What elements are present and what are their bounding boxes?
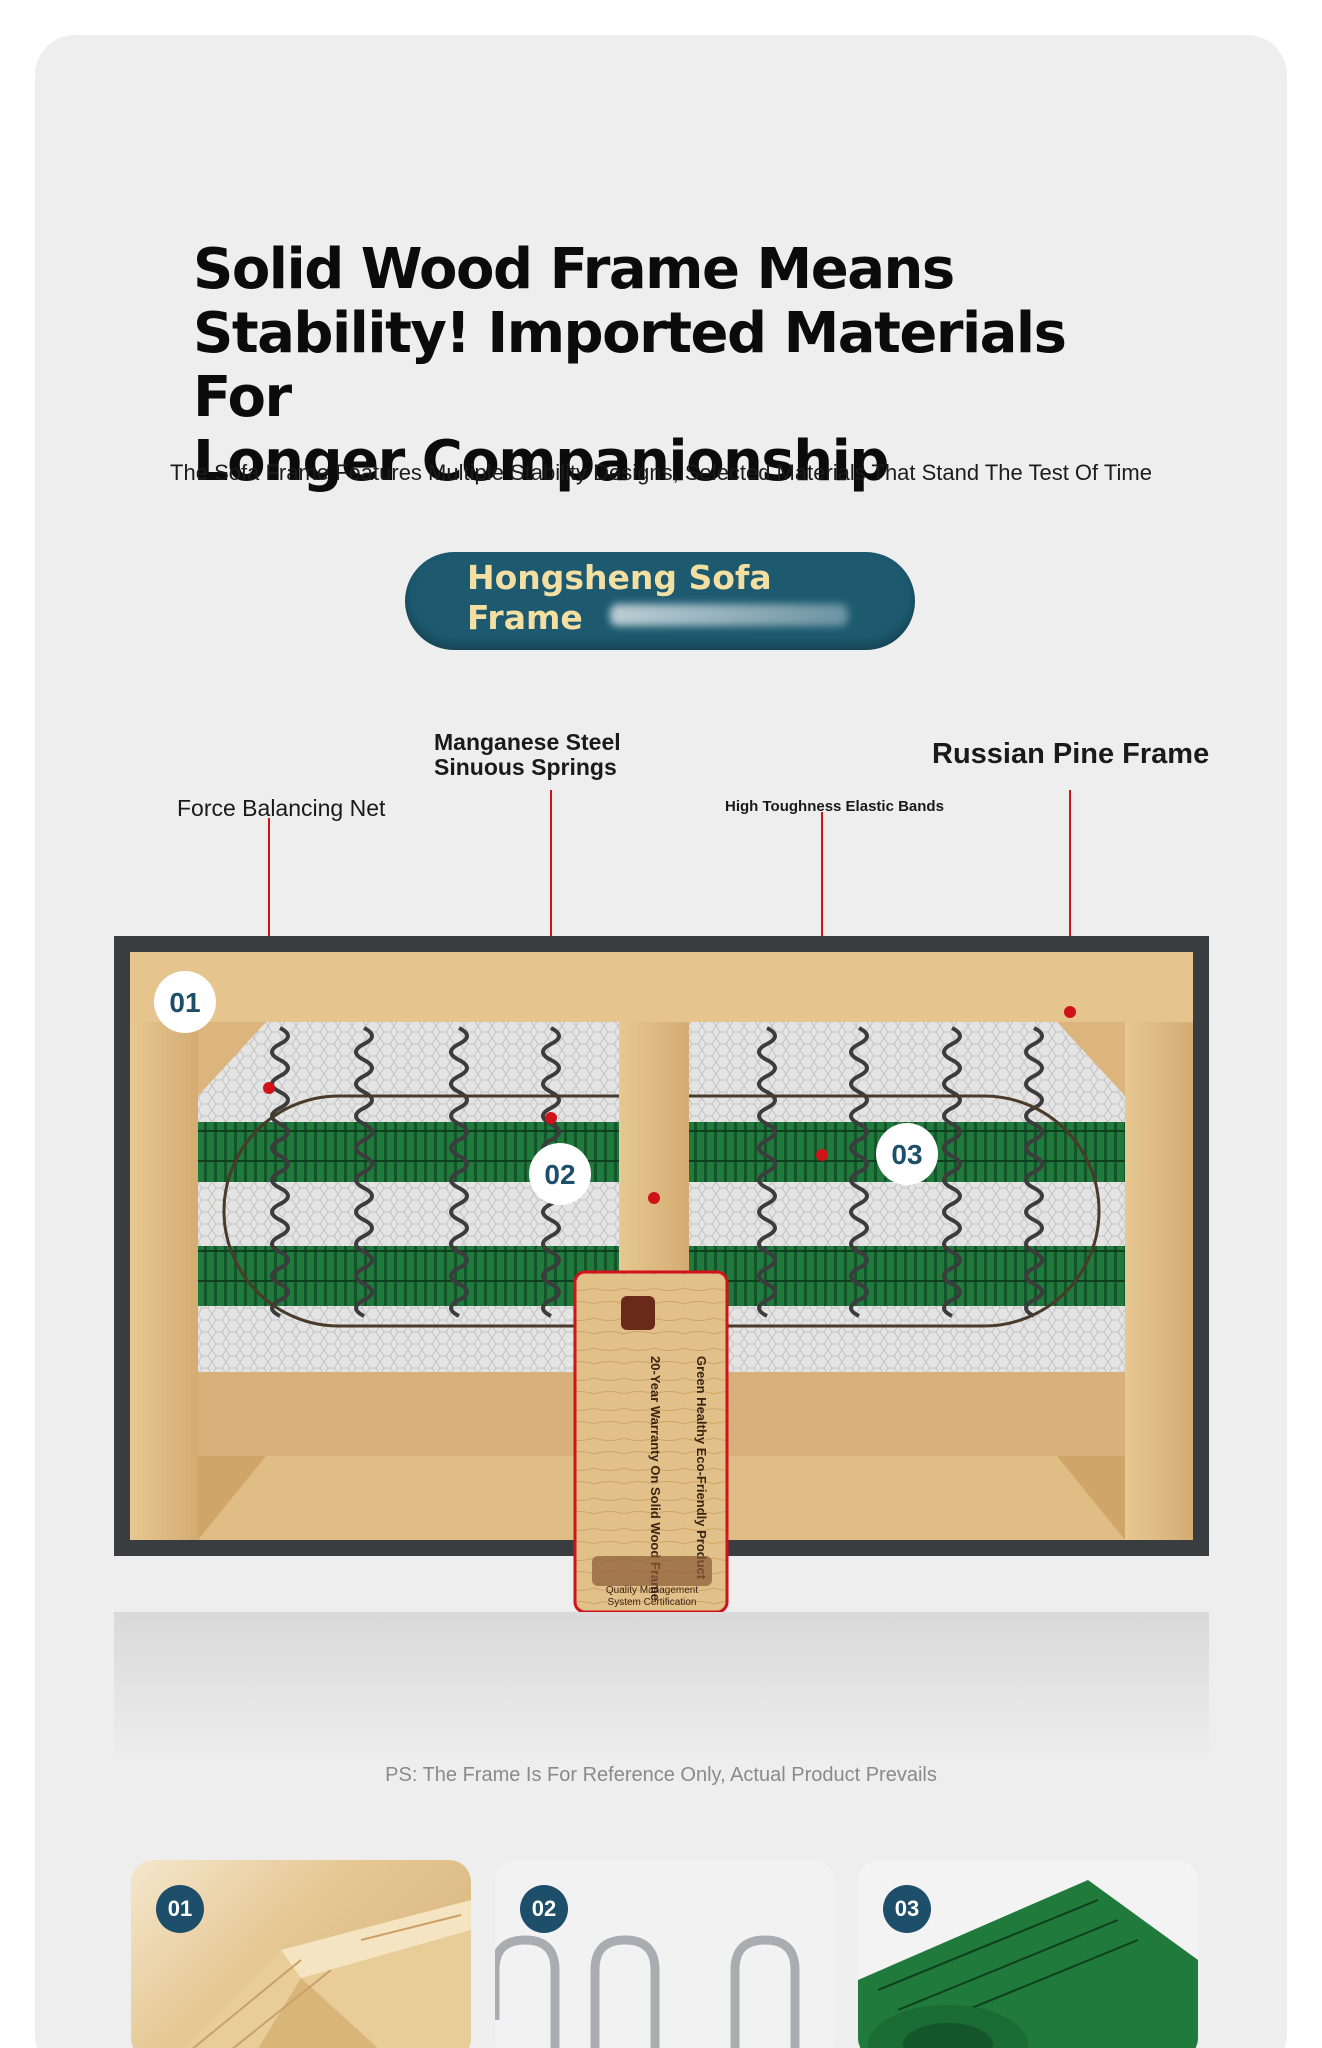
callout-pine-frame: Russian Pine Frame — [932, 738, 1210, 770]
dot-springs — [545, 1112, 557, 1124]
thumbnail-badge: 03 — [883, 1885, 931, 1933]
brand-logo-icon — [621, 1296, 655, 1330]
headline-line-1: Solid Wood Frame Means — [193, 237, 955, 302]
headline-line-3: Longer Companionship — [193, 429, 889, 494]
sofa-frame-illustration: 01 02 03 20-Year Warranty On Solid Wood … — [114, 936, 1209, 1612]
wood-planks-icon — [183, 1900, 471, 2048]
dot-balance — [263, 1082, 275, 1094]
thumbnail-badge: 01 — [156, 1885, 204, 1933]
pill-line-2: Frame — [467, 598, 583, 637]
left-post — [130, 1022, 198, 1540]
steel-spring-icon — [495, 1935, 800, 2048]
callout-elastic-bands: High Toughness Elastic Bands — [725, 798, 944, 815]
callout-springs: Manganese Steel Sinuous Springs — [434, 730, 674, 780]
brace-bottom-right — [1057, 1456, 1125, 1540]
dot-center — [648, 1192, 660, 1204]
warranty-tag: 20-Year Warranty On Solid Wood Frame Gre… — [573, 1270, 729, 1612]
elastic-band-roll-icon — [858, 1880, 1198, 2048]
marker-01: 01 — [154, 971, 216, 1033]
dot-pine — [1064, 1006, 1076, 1018]
thumbnail-elastic-band: 03 — [858, 1860, 1198, 2048]
tag-eco-text: Green Healthy Eco-Friendly Product — [694, 1356, 709, 1580]
headline-line-2: Stability! Imported Materials For — [193, 301, 1067, 430]
thumbnail-spring: 02 — [495, 1860, 835, 2048]
brace-top-right — [1057, 1022, 1125, 1096]
callout-springs-line-1: Manganese Steel — [434, 729, 621, 755]
callout-balance-net: Force Balancing Net — [177, 795, 386, 821]
frame-title-pill: Hongsheng Sofa Frame — [405, 552, 915, 650]
pill-blurred-text — [610, 604, 848, 626]
brace-top-left — [198, 1022, 266, 1096]
pill-line-1: Hongsheng Sofa — [467, 558, 772, 597]
tag-cert-line-2: System Certification — [608, 1597, 697, 1608]
dot-bands — [816, 1149, 828, 1161]
thumbnail-wood: 01 — [131, 1860, 471, 2048]
headline: Solid Wood Frame Means Stability! Import… — [193, 238, 1173, 494]
pill-text: Hongsheng Sofa Frame — [467, 558, 787, 638]
top-rail — [130, 952, 1193, 1022]
svg-text:03: 03 — [891, 1139, 922, 1170]
marker-03: 03 — [876, 1123, 938, 1185]
brace-bottom-left — [198, 1456, 266, 1540]
right-post — [1125, 1022, 1193, 1540]
svg-text:02: 02 — [544, 1159, 575, 1190]
subheadline: The Sofa Frame Features Multiple Stabili… — [170, 460, 1152, 485]
tag-cert-line-1: Quality Management — [606, 1585, 698, 1596]
callout-springs-line-2: Sinuous Springs — [434, 754, 617, 780]
svg-text:01: 01 — [169, 987, 200, 1018]
tag-warranty-text: 20-Year Warranty On Solid Wood Frame — [648, 1356, 663, 1601]
thumbnail-badge: 02 — [520, 1885, 568, 1933]
marker-02: 02 — [529, 1143, 591, 1205]
frame-reflection — [114, 1612, 1209, 1762]
cert-seal-icon — [592, 1556, 712, 1586]
reference-note: PS: The Frame Is For Reference Only, Act… — [385, 1764, 937, 1786]
